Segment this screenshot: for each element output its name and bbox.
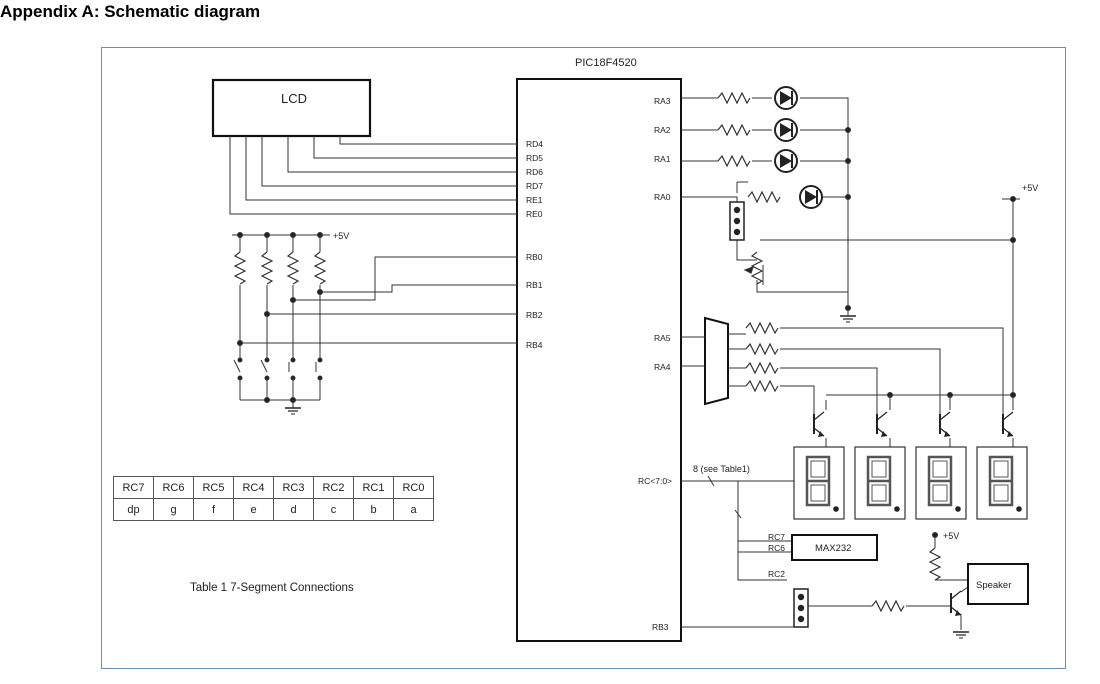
table-header: RC7 bbox=[113, 476, 154, 499]
pin-rd5: RD5 bbox=[526, 153, 543, 163]
speaker-jumper-icon bbox=[793, 588, 809, 628]
transistor-icon bbox=[813, 411, 825, 438]
led-icon bbox=[774, 149, 798, 173]
table-cell: g bbox=[153, 498, 194, 521]
led-icon bbox=[774, 86, 798, 110]
max232-label: MAX232 bbox=[815, 543, 851, 554]
bus-label: 8 (see Table1) bbox=[693, 464, 750, 474]
supply-rail bbox=[1002, 196, 1020, 400]
max232-pin-rc7: RC7 bbox=[768, 532, 785, 542]
table-cell: c bbox=[313, 498, 354, 521]
table-header: RC0 bbox=[393, 476, 434, 499]
mcu-left-pins: RD4 RD5 RD6 RD7 RE1 RE0 RB0 RB1 RB2 RB4 … bbox=[526, 139, 669, 632]
table-cell: e bbox=[233, 498, 274, 521]
pin-ra3: RA3 bbox=[654, 96, 671, 106]
ra0-jumper-icon bbox=[729, 201, 745, 241]
keypad-supply-label: +5V bbox=[333, 231, 349, 241]
speaker-ground-icon bbox=[952, 631, 970, 639]
pin-rb2: RB2 bbox=[526, 310, 543, 320]
transistor-icon bbox=[1002, 411, 1014, 438]
digit-driver-wires bbox=[681, 322, 1016, 450]
keypad-ground-icon bbox=[284, 407, 302, 415]
pin-rb3: RB3 bbox=[652, 622, 669, 632]
schematic-frame bbox=[101, 47, 1066, 669]
lcd-wires bbox=[229, 136, 517, 215]
speaker-transistor-icon bbox=[950, 590, 962, 617]
seven-segment-digit-icon bbox=[914, 445, 968, 521]
mcu-body bbox=[516, 78, 682, 642]
lcd-label: LCD bbox=[281, 91, 307, 106]
table-row: dp g f e d c b a bbox=[113, 498, 434, 521]
led-ground-icon bbox=[839, 315, 857, 323]
pin-ra4: RA4 bbox=[654, 362, 671, 372]
table-cell: d bbox=[273, 498, 314, 521]
table-header: RC3 bbox=[273, 476, 314, 499]
table-header: RC6 bbox=[153, 476, 194, 499]
table-header: RC4 bbox=[233, 476, 274, 499]
segment-connection-table: RC7 RC6 RC5 RC4 RC3 RC2 RC1 RC0 dp g f e… bbox=[113, 476, 434, 521]
max232-box bbox=[791, 534, 878, 561]
pin-rd7: RD7 bbox=[526, 181, 543, 191]
mcu-name: PIC18F4520 bbox=[575, 57, 637, 69]
table-cell: f bbox=[193, 498, 234, 521]
max232-pin-rc6: RC6 bbox=[768, 543, 785, 553]
table-header: RC2 bbox=[313, 476, 354, 499]
digit-mux-icon bbox=[704, 316, 729, 406]
pin-rd4: RD4 bbox=[526, 139, 543, 149]
lcd-module bbox=[211, 78, 372, 138]
speaker-label: Speaker bbox=[976, 580, 1011, 591]
table-cell: dp bbox=[113, 498, 154, 521]
led-icon bbox=[774, 118, 798, 142]
led-icon bbox=[799, 185, 823, 209]
appendix-heading: Appendix A: Schematic diagram bbox=[0, 2, 261, 21]
seven-segment-digit-icon bbox=[792, 445, 846, 521]
speaker-box bbox=[967, 563, 1029, 605]
pin-ra1: RA1 bbox=[654, 154, 671, 164]
speaker-supply-label: +5V bbox=[943, 531, 959, 541]
potentiometer-icon bbox=[743, 251, 764, 285]
mcu-right-pins: RA3 RA2 RA1 RA0 RA5 RA4 RC<7:0> bbox=[638, 96, 672, 486]
rail-supply-label: +5V bbox=[1022, 183, 1038, 193]
pin-re1: RE1 bbox=[526, 195, 543, 205]
pin-rc-bus: RC<7:0> bbox=[638, 476, 672, 486]
pin-re0: RE0 bbox=[526, 209, 543, 219]
pin-rb1: RB1 bbox=[526, 280, 543, 290]
table-header: RC5 bbox=[193, 476, 234, 499]
keypad-circuit bbox=[232, 232, 517, 408]
transistor-icon bbox=[876, 411, 888, 438]
table-cell: b bbox=[353, 498, 394, 521]
pin-rd6: RD6 bbox=[526, 167, 543, 177]
pin-rb0: RB0 bbox=[526, 252, 543, 262]
pin-ra5: RA5 bbox=[654, 333, 671, 343]
transistor-icon bbox=[939, 411, 951, 438]
table-header-row: RC7 RC6 RC5 RC4 RC3 RC2 RC1 RC0 bbox=[113, 476, 434, 499]
pin-rb4: RB4 bbox=[526, 340, 543, 350]
speaker-pin-rc2: RC2 bbox=[768, 569, 785, 579]
table-header: RC1 bbox=[353, 476, 394, 499]
seven-segment-digit-icon bbox=[853, 445, 907, 521]
table-caption: Table 1 7-Segment Connections bbox=[190, 582, 354, 594]
table-cell: a bbox=[393, 498, 434, 521]
seven-segment-digit-icon bbox=[975, 445, 1029, 521]
pin-ra0: RA0 bbox=[654, 192, 671, 202]
pin-ra2: RA2 bbox=[654, 125, 671, 135]
